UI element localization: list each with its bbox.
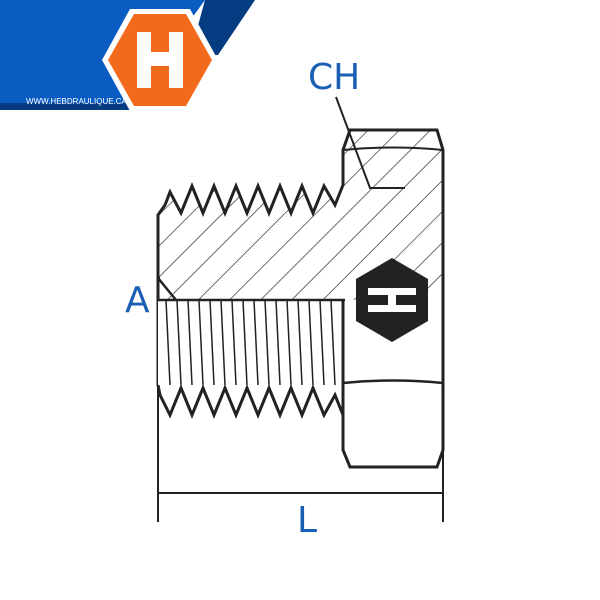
dimension-ch-label: CH xyxy=(308,57,361,98)
hex-drive-icon xyxy=(356,258,428,342)
website-url: WWW.HEBDRAULIQUE.CA xyxy=(26,97,127,106)
dimension-l-label: L xyxy=(297,500,318,541)
logo-hexagon xyxy=(102,9,218,111)
dimension-lines xyxy=(157,96,444,522)
dimension-a-label: A xyxy=(125,280,150,321)
